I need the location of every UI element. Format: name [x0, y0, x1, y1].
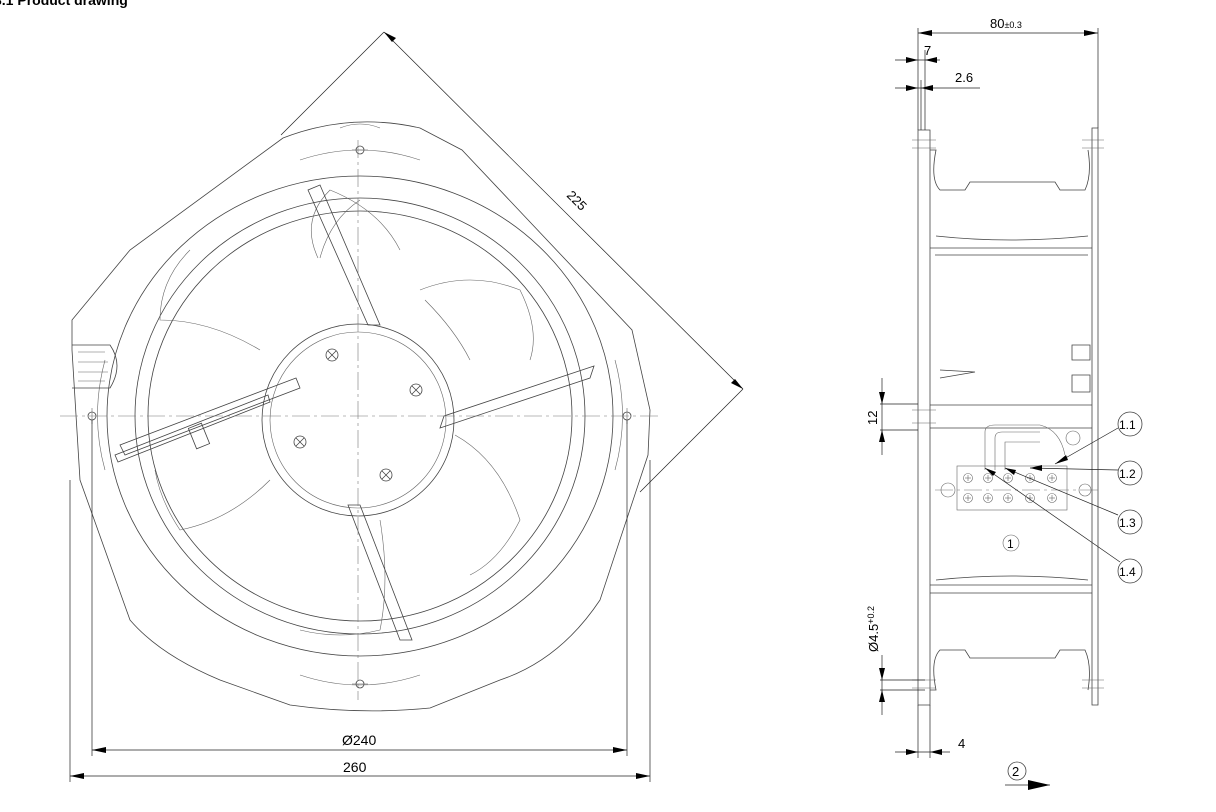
terminal-label: 1 — [1007, 537, 1014, 551]
side-housing-profile — [917, 127, 1099, 706]
dimension-7: 7 — [895, 43, 940, 130]
cable-boss — [72, 344, 118, 389]
dimension-width-label: 260 — [343, 759, 367, 775]
dimension-depth: 80±0.3 — [917, 16, 1099, 130]
page-title: 3.1 Product drawing — [0, 0, 128, 8]
svg-text:1.4: 1.4 — [1119, 565, 1136, 579]
callouts: 1.1 1.2 1.3 1.4 — [984, 411, 1143, 584]
airflow-indicator: 2 — [1005, 761, 1050, 790]
svg-text:2.6: 2.6 — [955, 70, 973, 85]
svg-text:2: 2 — [1012, 764, 1019, 779]
callout-1-1: 1.1 — [1054, 411, 1143, 465]
dimension-hole: Ø4.5+0.2 — [866, 606, 925, 715]
callout-1-3: 1.3 — [1004, 467, 1143, 535]
svg-text:4: 4 — [958, 736, 965, 751]
hub-screw-1 — [325, 348, 339, 362]
hub-screw-3 — [293, 435, 307, 449]
svg-text:1.3: 1.3 — [1119, 516, 1136, 530]
dimension-diameter: Ø240 — [91, 420, 628, 756]
terminal-block: 1 — [935, 424, 1100, 552]
dimension-2-6: 2.6 — [895, 70, 980, 130]
svg-text:1.1: 1.1 — [1119, 418, 1136, 432]
callout-1-4: 1.4 — [984, 467, 1143, 584]
svg-text:12: 12 — [865, 411, 880, 425]
callout-1-2: 1.2 — [1029, 460, 1143, 486]
side-flange-details — [912, 139, 1104, 689]
hub-screw-4 — [379, 468, 393, 482]
dimension-diameter-label: Ø240 — [342, 732, 376, 748]
svg-text:7: 7 — [924, 43, 931, 58]
terminal-label-circle — [1002, 534, 1020, 552]
side-view: 1 1.1 1.2 1.3 — [865, 16, 1143, 790]
dimension-4: 4 — [895, 705, 965, 758]
dimension-12: 12 — [865, 378, 918, 455]
dimension-225: 225 — [280, 31, 744, 493]
dimension-width: 260 — [69, 460, 651, 782]
housing-outline — [71, 121, 651, 712]
svg-text:1.2: 1.2 — [1119, 467, 1136, 481]
fan-blades — [154, 189, 534, 636]
front-view: 225 Ø240 260 — [60, 31, 744, 782]
dimension-depth-label: 80±0.3 — [990, 16, 1022, 31]
support-struts — [114, 184, 595, 641]
hub-screw-2 — [409, 383, 423, 397]
dimension-hole-label: Ø4.5+0.2 — [866, 606, 881, 652]
dimension-225-label: 225 — [564, 188, 590, 214]
